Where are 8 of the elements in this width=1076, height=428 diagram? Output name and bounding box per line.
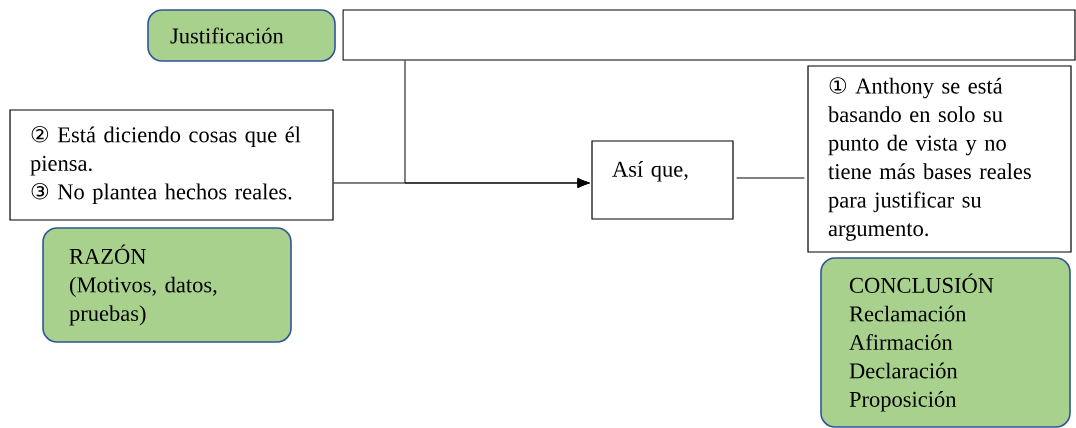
text-box: ② Está diciendo cosas que él piensa. ③ No plantea hechos reales.: [9, 109, 334, 221]
label-box: RAZÓN (Motivos, datos, pruebas): [42, 227, 292, 343]
label-box: CONCLUSIÓN Reclamación Afirmación Declaración Proposición: [820, 257, 1071, 428]
text-box: ① Anthony se está basando en solo su punto de vista y no tiene más bases reales para justificar su argumento.: [807, 65, 1072, 253]
empty-box: [342, 9, 1076, 61]
arrow: [404, 60, 590, 189]
label-box: Justificación: [147, 9, 336, 62]
text-box: Así que,: [591, 140, 734, 220]
